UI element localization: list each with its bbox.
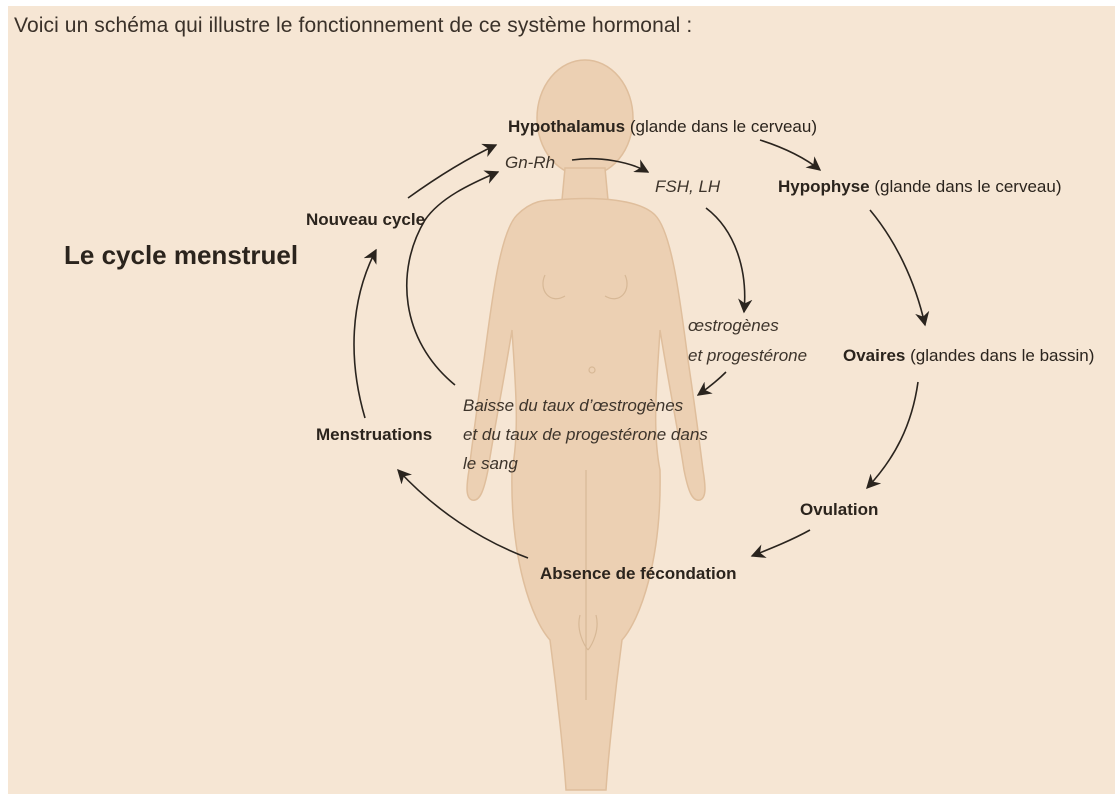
diagram-title: Le cycle menstruel xyxy=(64,240,298,271)
label-nouveau-cycle: Nouveau cycle xyxy=(306,210,425,230)
label-hypothalamus: Hypothalamus (glande dans le cerveau) xyxy=(508,117,817,137)
label-baisse-line2: et du taux de progestérone dans xyxy=(463,425,708,445)
hypothalamus-desc: (glande dans le cerveau) xyxy=(625,117,817,136)
arrow-nouveau-cycle-to-hypothalamus xyxy=(408,145,496,198)
ovaires-name: Ovaires xyxy=(843,346,905,365)
label-absence-fecondation: Absence de fécondation xyxy=(540,564,736,584)
label-menstruations: Menstruations xyxy=(316,425,432,445)
label-hypophyse: Hypophyse (glande dans le cerveau) xyxy=(778,177,1061,197)
hypothalamus-name: Hypothalamus xyxy=(508,117,625,136)
ovaires-desc: (glandes dans le bassin) xyxy=(905,346,1094,365)
hypophyse-desc: (glande dans le cerveau) xyxy=(870,177,1062,196)
arrow-ovulation-to-absence xyxy=(752,530,810,556)
label-gnrh: Gn-Rh xyxy=(505,153,555,173)
label-ovaires: Ovaires (glandes dans le bassin) xyxy=(843,346,1094,366)
label-oestrogenes-line2: et progestérone xyxy=(688,346,807,366)
arrow-menstruations-to-nouveau-cycle xyxy=(354,250,376,418)
label-ovulation: Ovulation xyxy=(800,500,878,520)
arrow-fsh-to-oestrogenes xyxy=(706,208,745,312)
label-oestrogenes-line1: œstrogènes xyxy=(688,316,779,336)
arrow-ovaires-to-ovulation xyxy=(867,382,918,488)
arrow-absence-to-menstruations xyxy=(398,470,528,558)
label-baisse-line3: le sang xyxy=(463,454,518,474)
label-fsh-lh: FSH, LH xyxy=(655,177,720,197)
label-baisse-line1: Baisse du taux d’œstrogènes xyxy=(463,396,683,416)
arrow-oestrogenes-to-baisse xyxy=(698,372,726,395)
arrow-hypothalamus-to-hypophyse xyxy=(760,140,820,170)
hypophyse-name: Hypophyse xyxy=(778,177,870,196)
arrow-hypophyse-to-ovaires xyxy=(870,210,925,325)
